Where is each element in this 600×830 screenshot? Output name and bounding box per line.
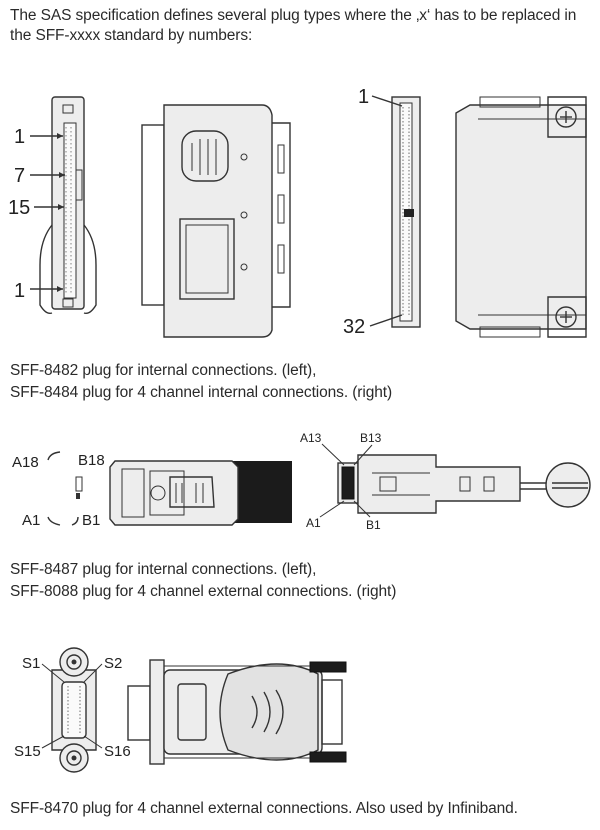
pin-32-label: 32: [343, 316, 365, 338]
pin-7-label: 7: [14, 165, 25, 187]
pin-1-bottom-label: 1: [14, 280, 25, 302]
pin-1-top-label: 1: [14, 126, 25, 148]
pin-a1-label: A1: [22, 512, 40, 529]
pin-b13-label: B13: [360, 431, 382, 445]
figure2-caption-line2: SFF-8088 plug for 4 channel external con…: [10, 583, 397, 600]
pin-32-callout: 32: [343, 314, 403, 338]
pin-b18-label: B18: [78, 452, 105, 469]
figure-sff8487-sff8088: A18 B18 A1 B1 A13 B13 A1 B1: [12, 431, 591, 532]
sff8487-side-view: [109, 460, 292, 526]
pin-a13-label: A13: [300, 431, 322, 445]
pin-s16-label: S16: [104, 743, 131, 760]
pin-s15-label: S15: [14, 743, 41, 760]
pin-b1-right-label: B1: [366, 518, 381, 532]
figure2-caption-line1: SFF-8487 plug for internal connections. …: [10, 561, 317, 578]
pin-s2-label: S2: [104, 655, 122, 672]
pin-b1-label: B1: [82, 512, 100, 529]
sff8487-front-view: [47, 451, 83, 526]
sff8482-side-view: [141, 104, 291, 338]
sff8484-front-view: [391, 96, 421, 328]
pin-a1-right-label: A1: [306, 516, 321, 530]
pin-s1-label: S1: [22, 655, 40, 672]
figure-sff8470: S1 S2 S15 S16: [14, 647, 347, 773]
pin-a18-label: A18: [12, 454, 39, 471]
pin-1-top-callout: 1: [14, 126, 63, 148]
pin-15-label: 15: [8, 197, 30, 219]
sff8470-side-view: [127, 659, 347, 765]
intro-text: The SAS specification defines several pl…: [10, 7, 577, 44]
pin-1-right-callout: 1: [358, 86, 403, 108]
figure1-caption-line2: SFF-8484 plug for 4 channel internal con…: [10, 384, 393, 401]
pin-1-bottom-callout: 1: [14, 280, 63, 302]
sff8088-view: [337, 454, 591, 514]
pin-1-right-label: 1: [358, 86, 369, 108]
pin-7-callout: 7: [14, 165, 65, 187]
figure3-caption: SFF-8470 plug for 4 channel external con…: [10, 800, 518, 817]
sff8484-side-view: [455, 96, 587, 338]
sff8482-front-view: [39, 96, 97, 315]
figure-sff8482-sff8484: 1 7 15 1 1: [8, 86, 587, 338]
figure1-caption-line1: SFF-8482 plug for internal connections. …: [10, 362, 317, 379]
pin-15-callout: 15: [8, 197, 64, 219]
sff8470-front-view: [51, 647, 97, 773]
